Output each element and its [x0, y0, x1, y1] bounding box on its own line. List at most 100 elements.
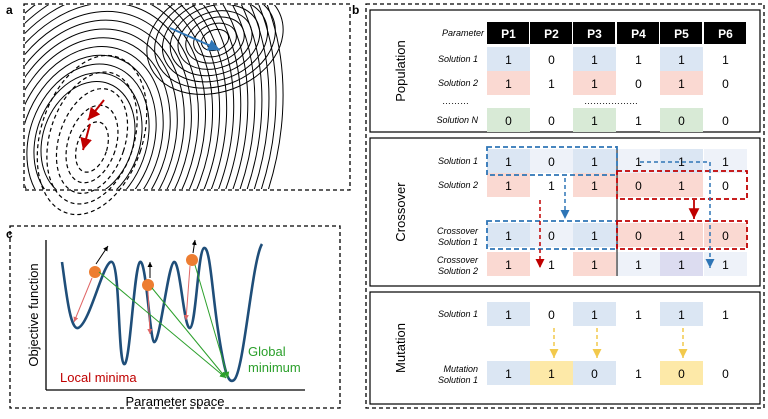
population-row-1-value: 1	[722, 53, 729, 67]
solid-contour	[25, 5, 199, 189]
mutation-row-1-cell	[487, 302, 530, 326]
crossover-title: Crossover	[393, 182, 408, 242]
crossover-row-3-value: 0	[635, 229, 642, 243]
ball-1	[89, 266, 101, 278]
saddle-contour	[169, 5, 261, 77]
crossover-row-2-cell	[660, 173, 703, 197]
mutation-row-1-value: 1	[635, 308, 642, 322]
crossover-row-3-value: 0	[722, 229, 729, 243]
mutation-row-2-value: 1	[548, 367, 555, 381]
panel-a-letter: a	[6, 3, 13, 17]
mutation-row-2-value: 1	[635, 367, 642, 381]
crossover-row-3-value: 0	[548, 229, 555, 243]
population-row-3-value: 0	[505, 114, 512, 128]
population-row-1-cell	[487, 47, 530, 71]
population-row-3-cell	[487, 108, 530, 132]
ball-2	[142, 279, 154, 291]
population-row-3-value: 0	[548, 114, 555, 128]
crossover-row-2-value: 1	[591, 179, 598, 193]
population-row-2-cell	[573, 71, 616, 95]
solid-contour	[25, 54, 157, 189]
population-row-1-cell	[660, 47, 703, 71]
mutation-row-1-label: Solution 1	[438, 309, 478, 319]
population-box	[369, 9, 761, 133]
mutation-title: Mutation	[393, 323, 408, 373]
crossover-row-4-value: 1	[548, 258, 555, 272]
population-row-1-value: 1	[678, 53, 685, 67]
header-p5: P5	[674, 27, 689, 41]
green-line-1	[98, 271, 227, 379]
crossover-box	[369, 137, 761, 287]
population-row-2-value: 1	[591, 77, 598, 91]
ball-2-down-arrow	[147, 290, 153, 335]
header-p4: P4	[631, 27, 646, 41]
mutation-row-1-cell	[573, 302, 616, 326]
header-cell	[530, 22, 572, 44]
population-row-3-value: 0	[722, 114, 729, 128]
ball-3-down-arrow	[183, 265, 191, 321]
crossover-row-4-cell	[487, 252, 530, 276]
header-cell	[704, 22, 746, 44]
crossover-row-2-value: 1	[505, 179, 512, 193]
header-p1: P1	[501, 27, 516, 41]
crossover-row-1-cell	[487, 149, 530, 173]
panel-a-frame	[23, 3, 351, 191]
crossover-row-1-cell	[573, 149, 616, 173]
ellipsis-mid: ………………	[584, 96, 638, 106]
crossover-row-3-cell	[573, 223, 616, 247]
population-row-1-value: 1	[591, 53, 598, 67]
crossover-row-2-label: Solution 2	[438, 180, 478, 190]
local-minima-label: Local minima	[60, 370, 137, 385]
x-axis-label: Parameter space	[126, 394, 225, 409]
crossover-row-3-value: 1	[591, 229, 598, 243]
population-row-2-value: 1	[678, 77, 685, 91]
red-gradient-arrow-2	[80, 123, 92, 151]
crossover-row-4-value: 1	[635, 258, 642, 272]
crossover-row-2-cell	[487, 173, 530, 197]
dashed-contour	[75, 121, 109, 173]
population-row-3-cell	[573, 108, 616, 132]
population-row-3-cell	[660, 108, 703, 132]
population-row-2-value: 0	[635, 77, 642, 91]
mutation-row-1-value: 1	[678, 308, 685, 322]
saddle-contour	[193, 22, 237, 58]
crossover-row-3-value: 1	[678, 229, 685, 243]
crossover-row-1-cell	[660, 149, 703, 173]
solid-contour	[25, 5, 207, 189]
ball-3	[186, 254, 198, 266]
header-p2: P2	[544, 27, 559, 41]
y-axis-label: Objective function	[26, 263, 41, 366]
crossover-row-3-cell	[617, 223, 660, 247]
population-row-3-value: 1	[591, 114, 598, 128]
saddle-contour	[161, 5, 269, 83]
crossover-row-1-value: 0	[548, 155, 555, 169]
crossover-row-1-value: 1	[505, 155, 512, 169]
population-row-1-value: 1	[635, 53, 642, 67]
crossover-row-3-cell	[487, 223, 530, 247]
green-line-3	[194, 264, 230, 379]
ellipsis-left: ………	[442, 96, 469, 106]
dashed-contour	[55, 88, 129, 194]
saddle-contour	[177, 10, 253, 70]
blue-arrow-to-child2	[640, 161, 715, 268]
contour-plot	[25, 5, 284, 216]
crossover-row-2-cell	[573, 173, 616, 197]
dashed-contour	[65, 104, 119, 184]
global-label-2: minimum	[248, 360, 301, 375]
crossover-row-1-value: 1	[591, 155, 598, 169]
ball-1-up-arrow	[95, 245, 109, 265]
crossover-row-2-value: 1	[678, 179, 685, 193]
saddle-contour	[154, 5, 276, 89]
crossover-row-3-cell	[704, 223, 747, 247]
population-row-2-value: 0	[722, 77, 729, 91]
population-row-3-value: 1	[635, 114, 642, 128]
crossover-row-1-value: 1	[722, 155, 729, 169]
population-title: Population	[393, 40, 408, 101]
blue-selection-solution1	[486, 146, 618, 176]
red-gradient-arrow-1	[87, 99, 105, 121]
